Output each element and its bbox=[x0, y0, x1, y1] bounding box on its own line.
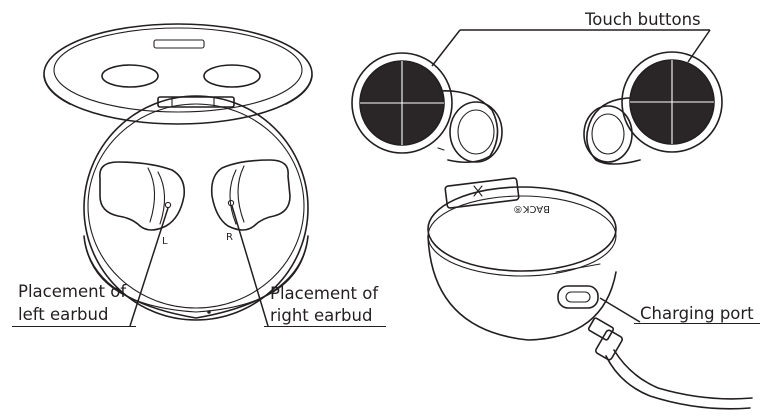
charging-cable bbox=[587, 317, 753, 410]
leader-right-placement bbox=[231, 205, 269, 327]
case-brand-mark: BACK® bbox=[513, 203, 550, 214]
label-touch-buttons: Touch buttons bbox=[585, 10, 701, 29]
leader-charging-port bbox=[599, 297, 641, 323]
open-charging-case bbox=[43, 23, 313, 321]
left-earbud-slot bbox=[99, 161, 186, 231]
underline-right-placement bbox=[264, 326, 386, 327]
case-base bbox=[83, 95, 309, 321]
right-slot-mark: R bbox=[226, 232, 233, 243]
case-lid bbox=[43, 23, 313, 125]
leader-left-placement bbox=[129, 207, 169, 327]
right-earbud bbox=[583, 51, 723, 165]
right-earbud-slot bbox=[210, 159, 291, 231]
leader-touch-left bbox=[431, 29, 461, 67]
label-right-placement-line1: Placement of bbox=[270, 284, 379, 303]
underline-left-placement bbox=[12, 326, 136, 327]
label-right-placement-line2: right earbud bbox=[270, 306, 373, 325]
left-slot-mark: L bbox=[162, 236, 168, 247]
leader-lines bbox=[129, 29, 711, 327]
charging-port bbox=[557, 285, 599, 309]
label-left-placement-line1: Placement of bbox=[18, 282, 127, 301]
leader-touch-right bbox=[687, 29, 711, 63]
label-left-placement-line2: left earbud bbox=[18, 305, 109, 324]
closed-charging-case: BACK® bbox=[427, 177, 617, 341]
left-earbud bbox=[351, 52, 503, 164]
label-charging-port: Charging port bbox=[640, 304, 754, 323]
underline-charging-port bbox=[634, 323, 760, 324]
